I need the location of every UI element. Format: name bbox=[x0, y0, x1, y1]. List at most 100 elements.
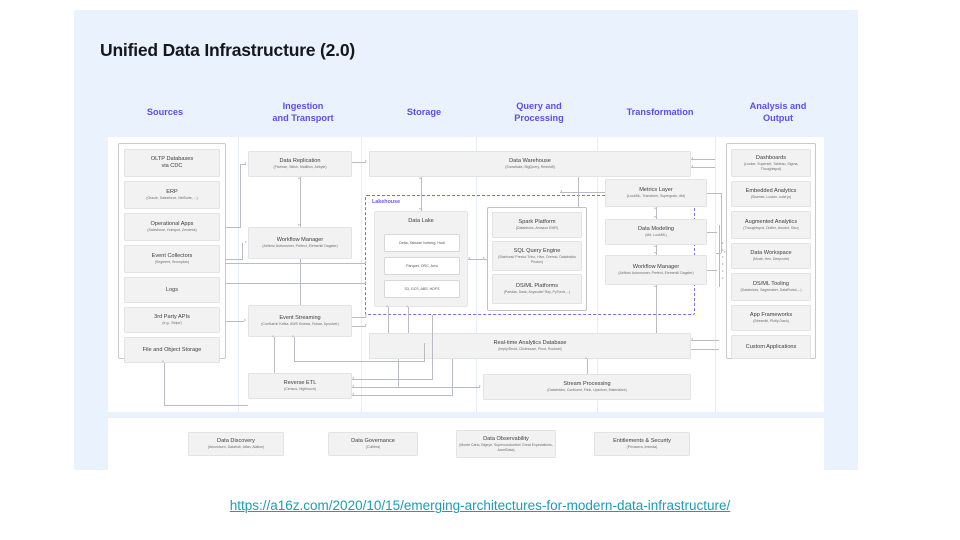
data-lake-layer-file-format[interactable]: Parquet, ORC, Avro bbox=[384, 257, 460, 275]
node-subtitle: (Starburst/ Presto/ Trino, Hive, Dremio,… bbox=[498, 255, 576, 264]
node-title: Spark Platform bbox=[518, 219, 556, 226]
query-stream-processing[interactable]: Stream Processing (Databricks, Confluent… bbox=[483, 374, 691, 400]
foundation-data-observability[interactable]: Data Observability (Monte Carlo, Bigeye,… bbox=[456, 430, 556, 458]
foundation-data-discovery[interactable]: Data Discovery (Amundsen, Datahub, Atlan… bbox=[188, 432, 284, 456]
data-lake-layer-object-store[interactable]: S3, GCS, ABS, HDFS bbox=[384, 280, 460, 298]
node-subtitle: (Oracle, Salesforce, NetSuite, ...) bbox=[146, 196, 198, 201]
arrow-head bbox=[654, 216, 657, 218]
connector bbox=[294, 361, 424, 362]
ingestion-workflow-manager[interactable]: Workflow Manager (Airflow/ Astronomer, P… bbox=[248, 227, 352, 259]
connector bbox=[707, 270, 717, 271]
node-title: Metrics Layer bbox=[639, 187, 673, 194]
source-operational-apps[interactable]: Operational Apps (Salesforce, Hubspot, Z… bbox=[124, 213, 220, 241]
node-title: Data Lake bbox=[408, 218, 434, 224]
node-title: Data Observability bbox=[483, 435, 529, 442]
connector bbox=[164, 405, 248, 406]
connector bbox=[587, 359, 588, 374]
connector bbox=[388, 307, 389, 333]
analysis-dsml-tooling[interactable]: DS/ML Tooling (Databricks, Sagemaker, Da… bbox=[731, 273, 811, 301]
ingestion-event-streaming[interactable]: Event Streaming (Confluent/ Kafka, AWS K… bbox=[248, 305, 352, 337]
column-header-sources-label: Sources bbox=[146, 107, 184, 117]
node-title: 3rd Party APIs bbox=[154, 314, 190, 321]
node-subtitle: (Airflow/ Astronomer, Prefect, Elementl/… bbox=[618, 271, 694, 276]
analysis-data-workspace[interactable]: Data Workspace (Mode, Hex, Deepnote) bbox=[731, 243, 811, 269]
node-title: OLTP Databases bbox=[150, 156, 194, 163]
column-divider bbox=[361, 137, 362, 412]
arrow-head bbox=[654, 207, 657, 209]
foundation-entitlements-security[interactable]: Entitlements & Security (Privacera, Immu… bbox=[594, 432, 690, 456]
connector bbox=[242, 243, 243, 260]
node-title: File and Object Storage bbox=[142, 346, 202, 353]
arrow-head bbox=[722, 242, 724, 245]
node-subtitle: (Privacera, Immuta) bbox=[626, 445, 658, 450]
source-3rd-party-apis[interactable]: 3rd Party APIs (e.g., Stripe) bbox=[124, 307, 220, 333]
connector bbox=[452, 359, 453, 396]
arrow-head bbox=[244, 319, 246, 322]
node-subtitle: (Looker, Superset, Tableau, Sigma, Thoug… bbox=[743, 162, 799, 171]
node-title: Dashboards bbox=[755, 154, 787, 161]
arrow-head bbox=[352, 377, 354, 380]
transformation-metrics-layer[interactable]: Metrics Layer (LookML, Transform, Superg… bbox=[605, 179, 707, 207]
node-subtitle: (Salesforce, Hubspot, Zendesk) bbox=[147, 228, 197, 233]
column-header-storage-label: Storage bbox=[406, 107, 442, 117]
arrow-head bbox=[654, 285, 657, 287]
query-dsml-platforms[interactable]: DS/ML Platforms (Pandas, Dask, Anyscale/… bbox=[492, 274, 582, 304]
foundation-data-governance[interactable]: Data Governance (Collibra) bbox=[328, 432, 418, 456]
storage-data-lake[interactable]: Data Lake Delta, Tabular/ Iceberg, Hudi … bbox=[374, 211, 468, 307]
storage-data-warehouse[interactable]: Data Warehouse (Snowflake, BigQuery, Red… bbox=[369, 151, 691, 177]
column-header-query-line2: Processing bbox=[514, 112, 564, 123]
transformation-data-modeling[interactable]: Data Modeling (dbt, LookML) bbox=[605, 219, 707, 245]
analysis-embedded-analytics[interactable]: Embedded Analytics (Sisense, Looker, cub… bbox=[731, 181, 811, 207]
connector bbox=[398, 359, 399, 388]
connector bbox=[352, 326, 366, 327]
arrow-head bbox=[352, 393, 354, 396]
node-title: DS/ML Platforms bbox=[515, 283, 559, 290]
source-logs[interactable]: Logs bbox=[124, 277, 220, 303]
connector bbox=[691, 349, 719, 350]
arrow-head bbox=[419, 177, 422, 179]
arrow-head bbox=[298, 177, 301, 179]
connector bbox=[352, 387, 398, 388]
connector bbox=[421, 177, 422, 211]
analysis-augmented-analytics[interactable]: Augmented Analytics (Thoughtspot, Outlie… bbox=[731, 211, 811, 239]
analysis-app-frameworks[interactable]: App Frameworks (Streamlit, Plotly Dash) bbox=[731, 305, 811, 331]
transformation-workflow-manager[interactable]: Workflow Manager (Airflow/ Astronomer, P… bbox=[605, 255, 707, 285]
connector bbox=[300, 259, 301, 305]
arrow-head bbox=[298, 224, 301, 226]
query-sql-query-engine[interactable]: SQL Query Engine (Starburst/ Presto/ Tri… bbox=[492, 241, 582, 271]
storage-realtime-analytics-database[interactable]: Real-time Analytics Database (Imply/Drui… bbox=[369, 333, 691, 359]
node-subtitle: (LookML, Transform, Supergrain, dbt) bbox=[626, 194, 686, 199]
connector bbox=[352, 395, 452, 396]
source-file-object-storage[interactable]: File and Object Storage bbox=[124, 337, 220, 363]
node-title: Workflow Manager bbox=[632, 264, 680, 271]
data-lake-layer-table-format[interactable]: Delta, Tabular/ Iceberg, Hudi bbox=[384, 234, 460, 252]
node-subtitle: (e.g., Stripe) bbox=[162, 321, 182, 326]
arrow-head bbox=[406, 305, 409, 307]
analysis-custom-applications[interactable]: Custom Applications bbox=[731, 335, 811, 359]
arrow-head bbox=[724, 251, 726, 254]
column-headers: Sources Ingestion and Transport Storage … bbox=[100, 95, 832, 131]
node-title: Data Discovery bbox=[217, 438, 255, 445]
connector bbox=[716, 253, 721, 254]
node-subtitle: (Airflow/ Astronomer, Prefect, Elementl/… bbox=[262, 244, 338, 249]
query-spark-platform[interactable]: Spark Platform (Databricks, Amazon EMR) bbox=[492, 212, 582, 238]
connector bbox=[656, 245, 657, 255]
node-title: ERP bbox=[166, 189, 178, 196]
arrow-head bbox=[585, 357, 588, 359]
connector bbox=[432, 315, 433, 380]
source-oltp-databases[interactable]: OLTP Databases via CDC bbox=[124, 149, 220, 177]
node-title: Data Governance bbox=[351, 438, 395, 445]
analysis-dashboards[interactable]: Dashboards (Looker, Superset, Tableau, S… bbox=[731, 149, 811, 177]
node-title: Data Workspace bbox=[750, 250, 792, 257]
ingestion-data-replication[interactable]: Data Replication (Fivetran, Stitch, Mati… bbox=[248, 151, 352, 177]
arrow-head bbox=[560, 190, 562, 193]
node-subtitle: (Amundsen, Datahub, Atlan, Alation) bbox=[207, 445, 265, 450]
arrow-head bbox=[272, 335, 275, 337]
column-header-transformation: Transformation bbox=[595, 107, 725, 119]
source-url-link[interactable]: https://a16z.com/2020/10/15/emerging-arc… bbox=[229, 498, 731, 513]
node-title: Augmented Analytics bbox=[744, 219, 798, 226]
source-erp[interactable]: ERP (Oracle, Salesforce, NetSuite, ...) bbox=[124, 181, 220, 209]
source-event-collectors[interactable]: Event Collectors (Segment, Snowplow) bbox=[124, 245, 220, 273]
ingestion-reverse-etl[interactable]: Reverse ETL (Census, Hightouch) bbox=[248, 373, 352, 399]
